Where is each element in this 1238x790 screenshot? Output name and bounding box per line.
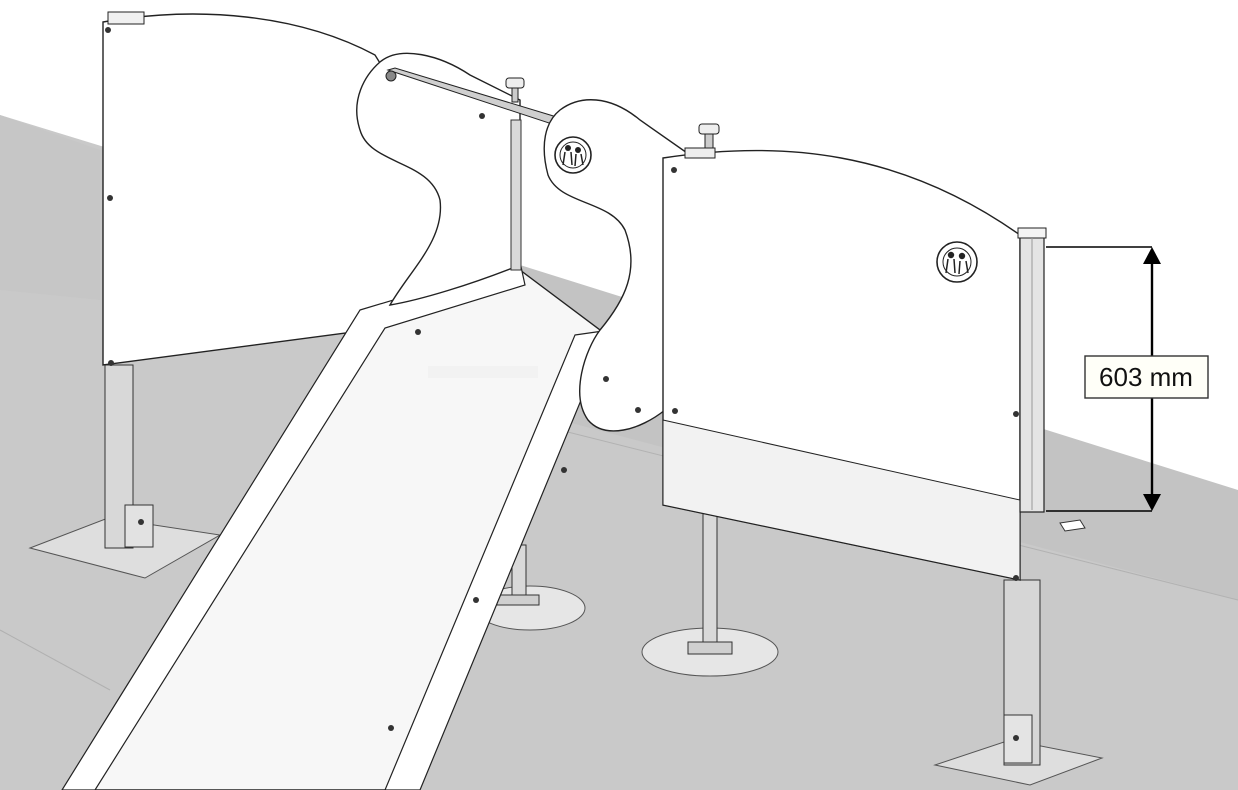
right-wave-panel: [543, 99, 691, 432]
screw: [603, 376, 609, 382]
two-children-emblem-icon: [936, 241, 978, 283]
screw: [415, 329, 421, 335]
screw: [388, 725, 394, 731]
pedestal-base: [687, 641, 733, 655]
pedestal-post: [702, 509, 718, 649]
left-post-bracket: [124, 504, 154, 548]
screw: [635, 407, 641, 413]
bolt: [138, 519, 144, 525]
left-panel-cap: [107, 11, 145, 25]
measured-post-top: [1017, 227, 1047, 239]
left-wave-panel: [356, 52, 521, 306]
measured-post: [1017, 227, 1086, 532]
pedestal-center-right: [641, 509, 779, 677]
slide-crossbar: [428, 366, 538, 378]
pedestal-base: [496, 594, 540, 606]
handle-end: [385, 70, 397, 82]
right-side-panel: [662, 123, 1021, 581]
dimension-arrow-top: [1143, 247, 1161, 264]
screw: [672, 408, 678, 414]
screw: [108, 360, 114, 366]
dimension-annotation: 603 mm: [1046, 246, 1209, 512]
screw: [1013, 411, 1019, 417]
dimension-label-box: [1084, 355, 1209, 399]
right-panel-knob: [698, 123, 720, 149]
screw: [107, 195, 113, 201]
dimension-arrow-bottom: [1143, 494, 1161, 511]
dimension-label: 603 mm: [1099, 362, 1193, 392]
center-knob: [505, 77, 525, 103]
post-marker: [1059, 519, 1086, 532]
left-post-assembly: [28, 364, 222, 579]
screw: [105, 27, 111, 33]
bolt: [1013, 735, 1019, 741]
right-panel-lower-band: [662, 419, 1021, 581]
center-pole: [510, 119, 522, 271]
screw: [561, 467, 567, 473]
screw: [1013, 575, 1019, 581]
screw: [479, 113, 485, 119]
screw: [473, 597, 479, 603]
two-children-emblem-icon: [554, 136, 592, 174]
floor-edge-line: [0, 629, 111, 691]
floor-back-area: [0, 115, 100, 300]
right-post-assembly: [933, 579, 1104, 786]
right-panel-cap: [684, 147, 716, 159]
right-wave-shape: [543, 99, 691, 432]
screw: [671, 167, 677, 173]
